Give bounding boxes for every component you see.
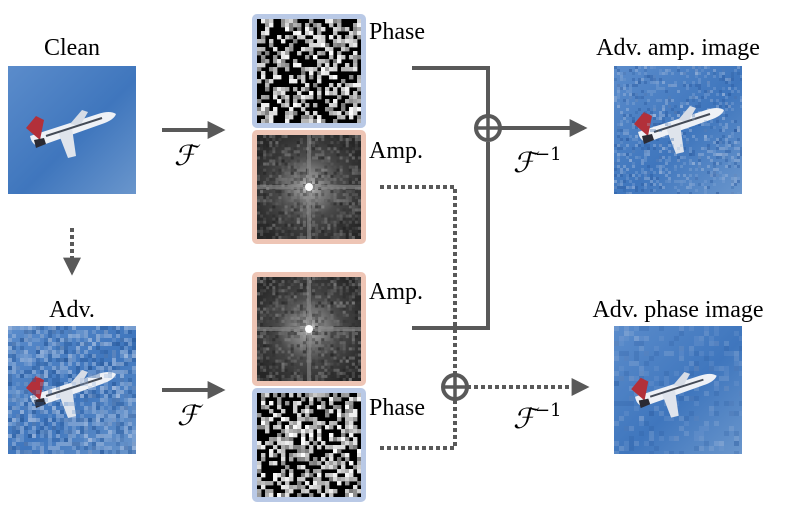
inverse-fourier-symbol-bottom: ℱ−1 bbox=[513, 400, 562, 435]
solid-wire-phase bbox=[412, 66, 490, 115]
phase-tile-clean bbox=[252, 14, 366, 128]
phase-label-bottom: Phase bbox=[369, 395, 425, 421]
amp-tile-adv bbox=[252, 272, 366, 386]
inverse-fourier-symbol-top: ℱ−1 bbox=[513, 144, 562, 179]
adv-phase-image bbox=[614, 326, 742, 454]
phase-label-top: Phase bbox=[369, 19, 425, 45]
adv-image bbox=[8, 326, 136, 454]
solid-wire-amp bbox=[412, 142, 490, 330]
adv-phase-image-label: Adv. phase image bbox=[592, 297, 764, 323]
fourier-symbol-top: ℱ bbox=[174, 139, 197, 172]
fourier-symbol-bottom: ℱ bbox=[177, 399, 200, 432]
amp-label-top: Amp. bbox=[369, 138, 423, 164]
clean-image bbox=[8, 66, 136, 194]
amp-label-bottom: Amp. bbox=[369, 279, 423, 305]
adv-amp-image bbox=[614, 66, 742, 194]
amp-tile-clean bbox=[252, 130, 366, 244]
adv-amp-image-label: Adv. amp. image bbox=[596, 35, 760, 61]
phase-tile-adv bbox=[252, 388, 366, 502]
adv-label: Adv. bbox=[49, 297, 95, 323]
dotted-wire-phase bbox=[380, 400, 457, 450]
clean-label: Clean bbox=[44, 35, 100, 61]
dotted-wire-amp bbox=[380, 185, 457, 374]
